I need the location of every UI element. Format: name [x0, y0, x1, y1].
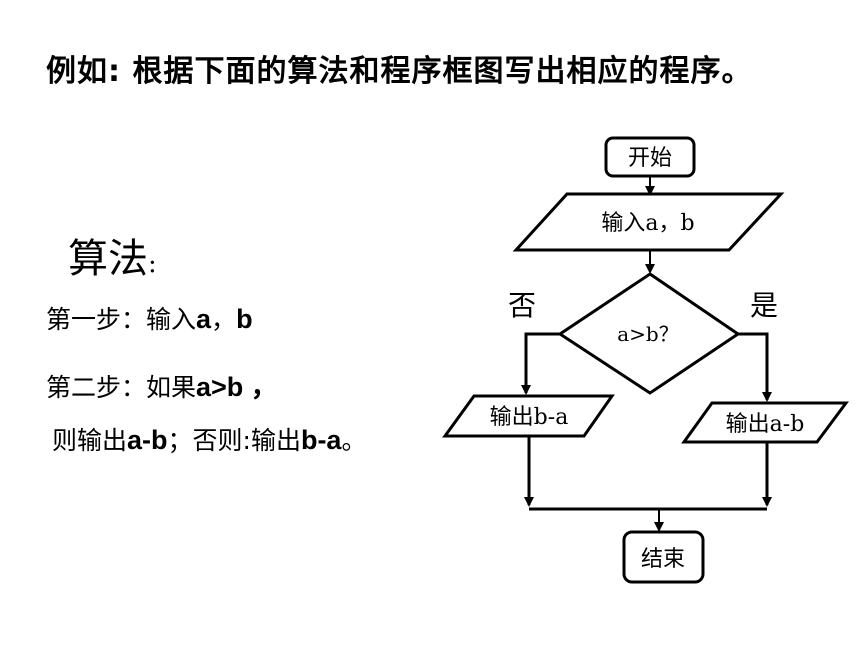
step2-prefix: 第二步：如果	[46, 373, 197, 402]
output-no-label: 输出b-a	[490, 405, 569, 430]
algorithm-step-2-line-1: 第二步：如果a>b ，	[46, 365, 278, 404]
algorithm-heading-text: 算法	[68, 236, 148, 282]
step2-output-1: a-b	[127, 425, 168, 455]
input-node	[512, 192, 785, 252]
step2-output-2: b-a	[300, 425, 342, 455]
step2-then-prefix: 则输出	[52, 426, 128, 455]
step2-tail: ，	[243, 372, 278, 402]
step1-var-b: b	[236, 304, 253, 334]
page-title: 例如: 根据下面的算法和程序框图写出相应的程序。	[46, 54, 753, 89]
algorithm-step-1: 第一步：输入a，b	[46, 300, 253, 336]
arrow-yes-branch	[738, 332, 772, 402]
input-label: 输入a，b	[601, 211, 694, 236]
step1-var-a: a	[196, 304, 212, 334]
step1-sep: ，	[211, 305, 237, 334]
algorithm-heading: 算法:	[68, 226, 157, 284]
output-yes-label: 输出a-b	[726, 412, 805, 437]
algorithm-step-2-line-2: 则输出a-b；否则:输出b-a。	[52, 421, 366, 457]
yes-branch-label: 是	[750, 289, 778, 322]
decision-label: a>b？	[617, 322, 678, 346]
output-no-node	[442, 394, 615, 438]
output-yes-node	[681, 401, 849, 444]
algorithm-heading-colon: :	[148, 249, 157, 279]
decision-node	[557, 272, 741, 395]
end-label: 结束	[641, 547, 685, 572]
start-label: 开始	[628, 146, 672, 171]
end-node	[622, 530, 705, 584]
step2-end: 。	[341, 426, 367, 455]
step2-else: ；否则:输出	[167, 426, 301, 455]
arrow-no-branch	[521, 332, 560, 395]
no-branch-label: 否	[508, 289, 536, 322]
step1-prefix: 第一步：输入	[46, 305, 197, 334]
step2-condition: a>b	[196, 372, 244, 402]
